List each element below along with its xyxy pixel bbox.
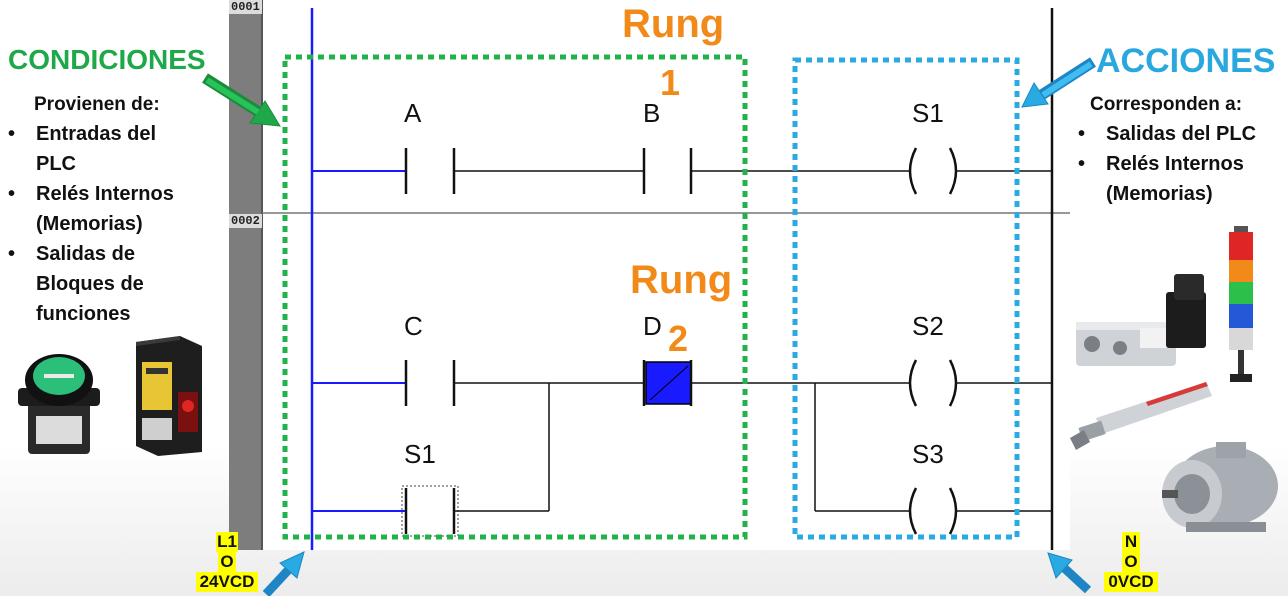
rung-2-circuit — [312, 359, 1052, 537]
right-rail-line3: 0VCD — [1104, 572, 1158, 592]
right-rail-line1: N — [1122, 532, 1140, 552]
left-rail-line2: O — [218, 552, 236, 572]
rung-1-label: Rung — [622, 2, 725, 46]
conditions-subtitle: Provienen de: — [34, 94, 160, 115]
left-rail-line3: 24VCD — [196, 572, 258, 592]
conditions-item: Relés Internos (Memorias) — [6, 179, 186, 239]
rung-2-number: 2 — [668, 318, 689, 359]
conditions-box — [282, 54, 748, 540]
row-number-1: 0001 — [229, 0, 262, 14]
actions-box — [792, 57, 1020, 540]
pneumatic-cylinder-icon — [1070, 382, 1212, 450]
label-contact-d: D — [643, 311, 662, 341]
push-button-icon — [18, 354, 100, 454]
actions-item: Relés Internos (Memorias) — [1076, 149, 1246, 209]
label-contact-s1: S1 — [404, 439, 436, 469]
coil-s2 — [908, 359, 918, 407]
actions-list: Salidas del PLC Relés Internos (Memorias… — [1076, 119, 1286, 209]
solenoid-valve-icon — [1076, 274, 1206, 366]
label-coil-s2: S2 — [912, 311, 944, 341]
photoelectric-sensor-icon — [136, 336, 202, 456]
right-rail-label: N O 0VCD — [1104, 532, 1158, 592]
rung-1-number: 1 — [660, 62, 681, 103]
conditions-item: Entradas del PLC — [6, 119, 176, 179]
coil-s1 — [908, 147, 918, 195]
left-rail-arrow — [262, 551, 305, 596]
actions-item: Salidas del PLC — [1076, 119, 1286, 149]
label-coil-s3: S3 — [912, 439, 944, 469]
left-rail-label: L1 O 24VCD — [196, 532, 258, 592]
left-rail-line1: L1 — [216, 532, 238, 552]
right-rail-arrow — [1047, 552, 1092, 594]
row-number-2: 0002 — [229, 214, 262, 228]
right-rail-line2: O — [1122, 552, 1140, 572]
label-coil-s1: S1 — [912, 98, 944, 128]
stack-light-icon — [1229, 226, 1253, 382]
rung-2-label: Rung — [630, 258, 733, 302]
actions-title: ACCIONES — [1096, 42, 1276, 80]
rung-1-circuit — [312, 147, 1052, 195]
actions-arrow — [1021, 57, 1096, 108]
label-contact-c: C — [404, 311, 423, 341]
conditions-list: Entradas del PLC Relés Internos (Memoria… — [6, 119, 206, 329]
conditions-title: CONDICIONES — [8, 44, 206, 75]
actions-subtitle: Corresponden a: — [1090, 94, 1243, 115]
electric-motor-icon — [1162, 442, 1278, 532]
label-contact-b: B — [643, 98, 661, 128]
ladder-panel — [229, 0, 1070, 550]
coil-s3 — [908, 487, 918, 535]
label-contact-a: A — [404, 98, 422, 128]
conditions-item: Salidas de Bloques de funciones — [6, 239, 156, 329]
conditions-arrow — [202, 73, 281, 127]
